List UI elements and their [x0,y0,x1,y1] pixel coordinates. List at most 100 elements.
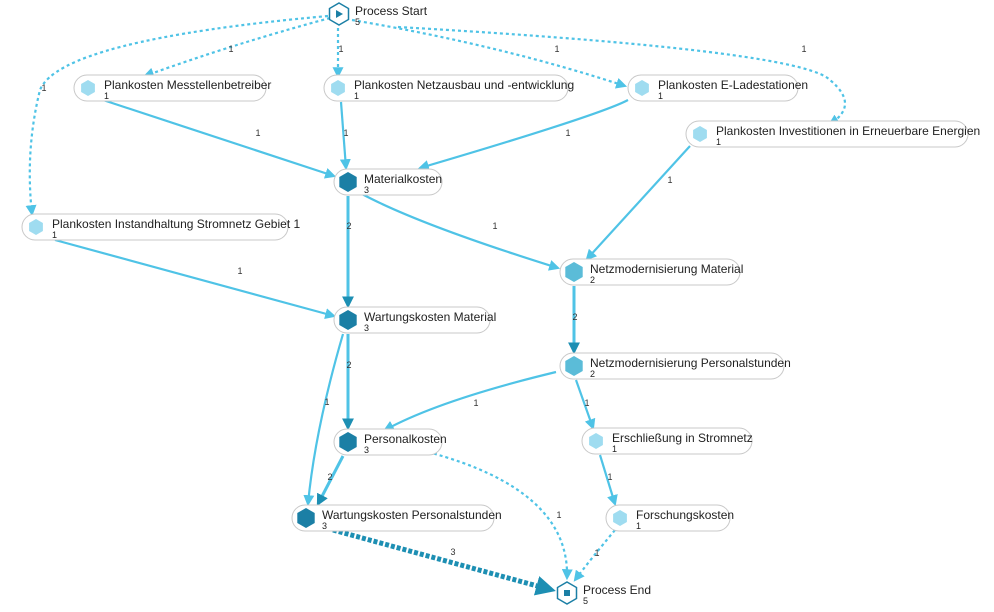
node-label: Plankosten Instandhaltung Stromnetz Gebi… [52,217,300,231]
node-label: Forschungskosten [636,508,734,522]
node-count: 3 [364,185,369,195]
edge-line[interactable] [102,98,337,179]
node-label: Plankosten Investitionen in Erneuerbare … [716,124,980,138]
edge-line[interactable] [598,454,618,507]
node-pill[interactable] [21,213,289,241]
node-pill[interactable] [323,74,569,102]
edge-netzpers-erschl[interactable]: 1 [574,379,596,431]
edge-line[interactable] [397,25,846,126]
edge-netzmat-netzpers[interactable]: 2 [568,286,580,355]
node-count: 5 [355,17,360,27]
edge-line[interactable] [316,455,345,507]
node-count: 3 [322,521,327,531]
hexagon-icon [613,510,627,526]
edge-instand-wartmat[interactable]: 1 [54,238,337,319]
edge-line[interactable] [332,527,556,596]
edge-line[interactable] [427,450,573,581]
hexagon-icon [339,172,357,192]
node-count: 3 [364,445,369,455]
edge-line[interactable] [142,16,331,79]
node-label: Netzmodernisierung Personalstunden [590,356,791,370]
node-count: 1 [716,137,721,147]
edge-wartmat-personal[interactable]: 2 [342,334,354,431]
node-invest[interactable]: Plankosten Investitionen in Erneuerbare … [685,120,980,148]
edge-line[interactable] [585,145,691,261]
edge-line[interactable] [351,18,628,89]
edge-frequency-label: 1 [343,128,348,138]
node-pill[interactable] [581,427,753,455]
edge-frequency-label: 1 [667,175,672,185]
node-count: 5 [583,596,588,606]
hexagon-icon [339,432,357,452]
hexagon-icon [29,219,43,235]
edge-frequency-label: 1 [237,266,242,276]
edge-material-wartmat[interactable]: 2 [342,196,354,309]
node-count: 1 [658,91,663,101]
edge-personal-end[interactable]: 1 [427,450,573,581]
edge-frequency-label: 2 [346,360,351,370]
edge-frequency-label: 1 [255,128,260,138]
node-label: Netzmodernisierung Material [590,262,743,276]
node-pill[interactable] [605,504,731,532]
edge-elade-material[interactable]: 1 [417,99,629,171]
edge-netz-material[interactable]: 1 [339,101,351,171]
edge-start-instand[interactable]: 1 [25,14,329,217]
hexagon-icon [331,80,345,96]
hexagon-icon [565,262,583,282]
edge-wartpers-end[interactable]: 3 [332,527,556,596]
node-label: Plankosten Netzausbau und -entwicklung [354,78,574,92]
node-pill[interactable] [73,74,267,102]
node-pill[interactable] [685,120,969,148]
node-pill[interactable] [627,74,799,102]
edge-line[interactable] [339,101,351,171]
stop-icon [564,590,570,596]
edge-line[interactable] [25,14,329,217]
edge-start-netz[interactable]: 1 [332,28,344,79]
edge-mess-material[interactable]: 1 [102,98,337,179]
node-pill[interactable] [333,306,491,334]
edge-line[interactable] [54,238,337,319]
edge-personal-wartpers[interactable]: 2 [316,455,345,507]
edge-material-netzmat[interactable]: 1 [361,193,561,271]
node-pill[interactable] [333,428,443,456]
edge-invest-netzmat[interactable]: 1 [585,145,691,261]
edge-line[interactable] [574,379,596,431]
edge-line[interactable] [361,193,561,271]
edge-line[interactable] [417,99,629,171]
edge-netzpers-personal[interactable]: 1 [383,370,557,432]
edge-start-invest[interactable]: 1 [397,25,846,126]
node-pill[interactable] [559,258,741,286]
node-pill[interactable] [291,504,495,532]
hexagon-icon [635,80,649,96]
edge-start-elade[interactable]: 1 [351,18,628,89]
edge-erschl-forsch[interactable]: 1 [598,454,618,507]
edge-line[interactable] [383,370,557,432]
edge-start-mess[interactable]: 1 [142,16,331,79]
edge-frequency-label: 2 [346,221,351,231]
node-pill[interactable] [333,168,443,196]
edge-line[interactable] [303,333,345,507]
edge-line[interactable] [573,529,616,582]
edge-forsch-end[interactable]: 1 [573,529,616,582]
hexagon-icon [693,126,707,142]
edge-frequency-label: 1 [594,548,599,558]
node-count: 2 [590,275,595,285]
node-count: 1 [104,91,109,101]
edge-wartmat-wartpers[interactable]: 1 [303,333,345,507]
node-instand[interactable]: Plankosten Instandhaltung Stromnetz Gebi… [21,213,300,241]
node-pill[interactable] [559,352,785,380]
